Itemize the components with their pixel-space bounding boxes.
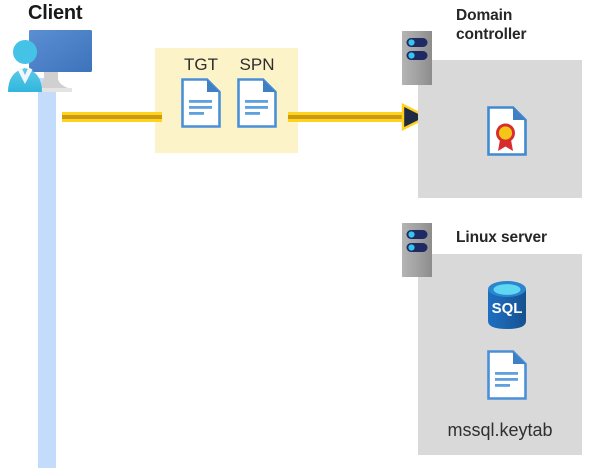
server-rack-icon — [402, 31, 432, 85]
flow-line-segment-left — [62, 112, 162, 122]
keytab-file-label: mssql.keytab — [447, 420, 553, 440]
document-icon — [487, 350, 527, 400]
linux-server-title: Linux server — [456, 229, 547, 246]
certificate-document-icon — [487, 106, 527, 156]
domain-controller-title: Domain controller — [456, 7, 527, 43]
sql-icon-text: SQL — [492, 300, 523, 317]
document-icon — [237, 78, 277, 128]
ticket-tgt-label: TGT — [184, 55, 218, 74]
ticket-tgt: TGT — [173, 54, 229, 128]
client-label: Client — [28, 2, 83, 24]
arrow-right-icon — [401, 103, 430, 131]
kerberos-ticket-message-box: TGT SPN — [155, 48, 298, 153]
sql-database-icon: SQL — [483, 279, 531, 331]
ticket-spn-label: SPN — [239, 55, 275, 74]
client-lifeline — [38, 78, 56, 468]
document-icon — [181, 78, 221, 128]
flow-line-segment-right — [288, 112, 408, 122]
ticket-spn: SPN — [229, 54, 285, 128]
server-rack-icon — [402, 223, 432, 277]
user-with-monitor-icon — [4, 26, 100, 94]
